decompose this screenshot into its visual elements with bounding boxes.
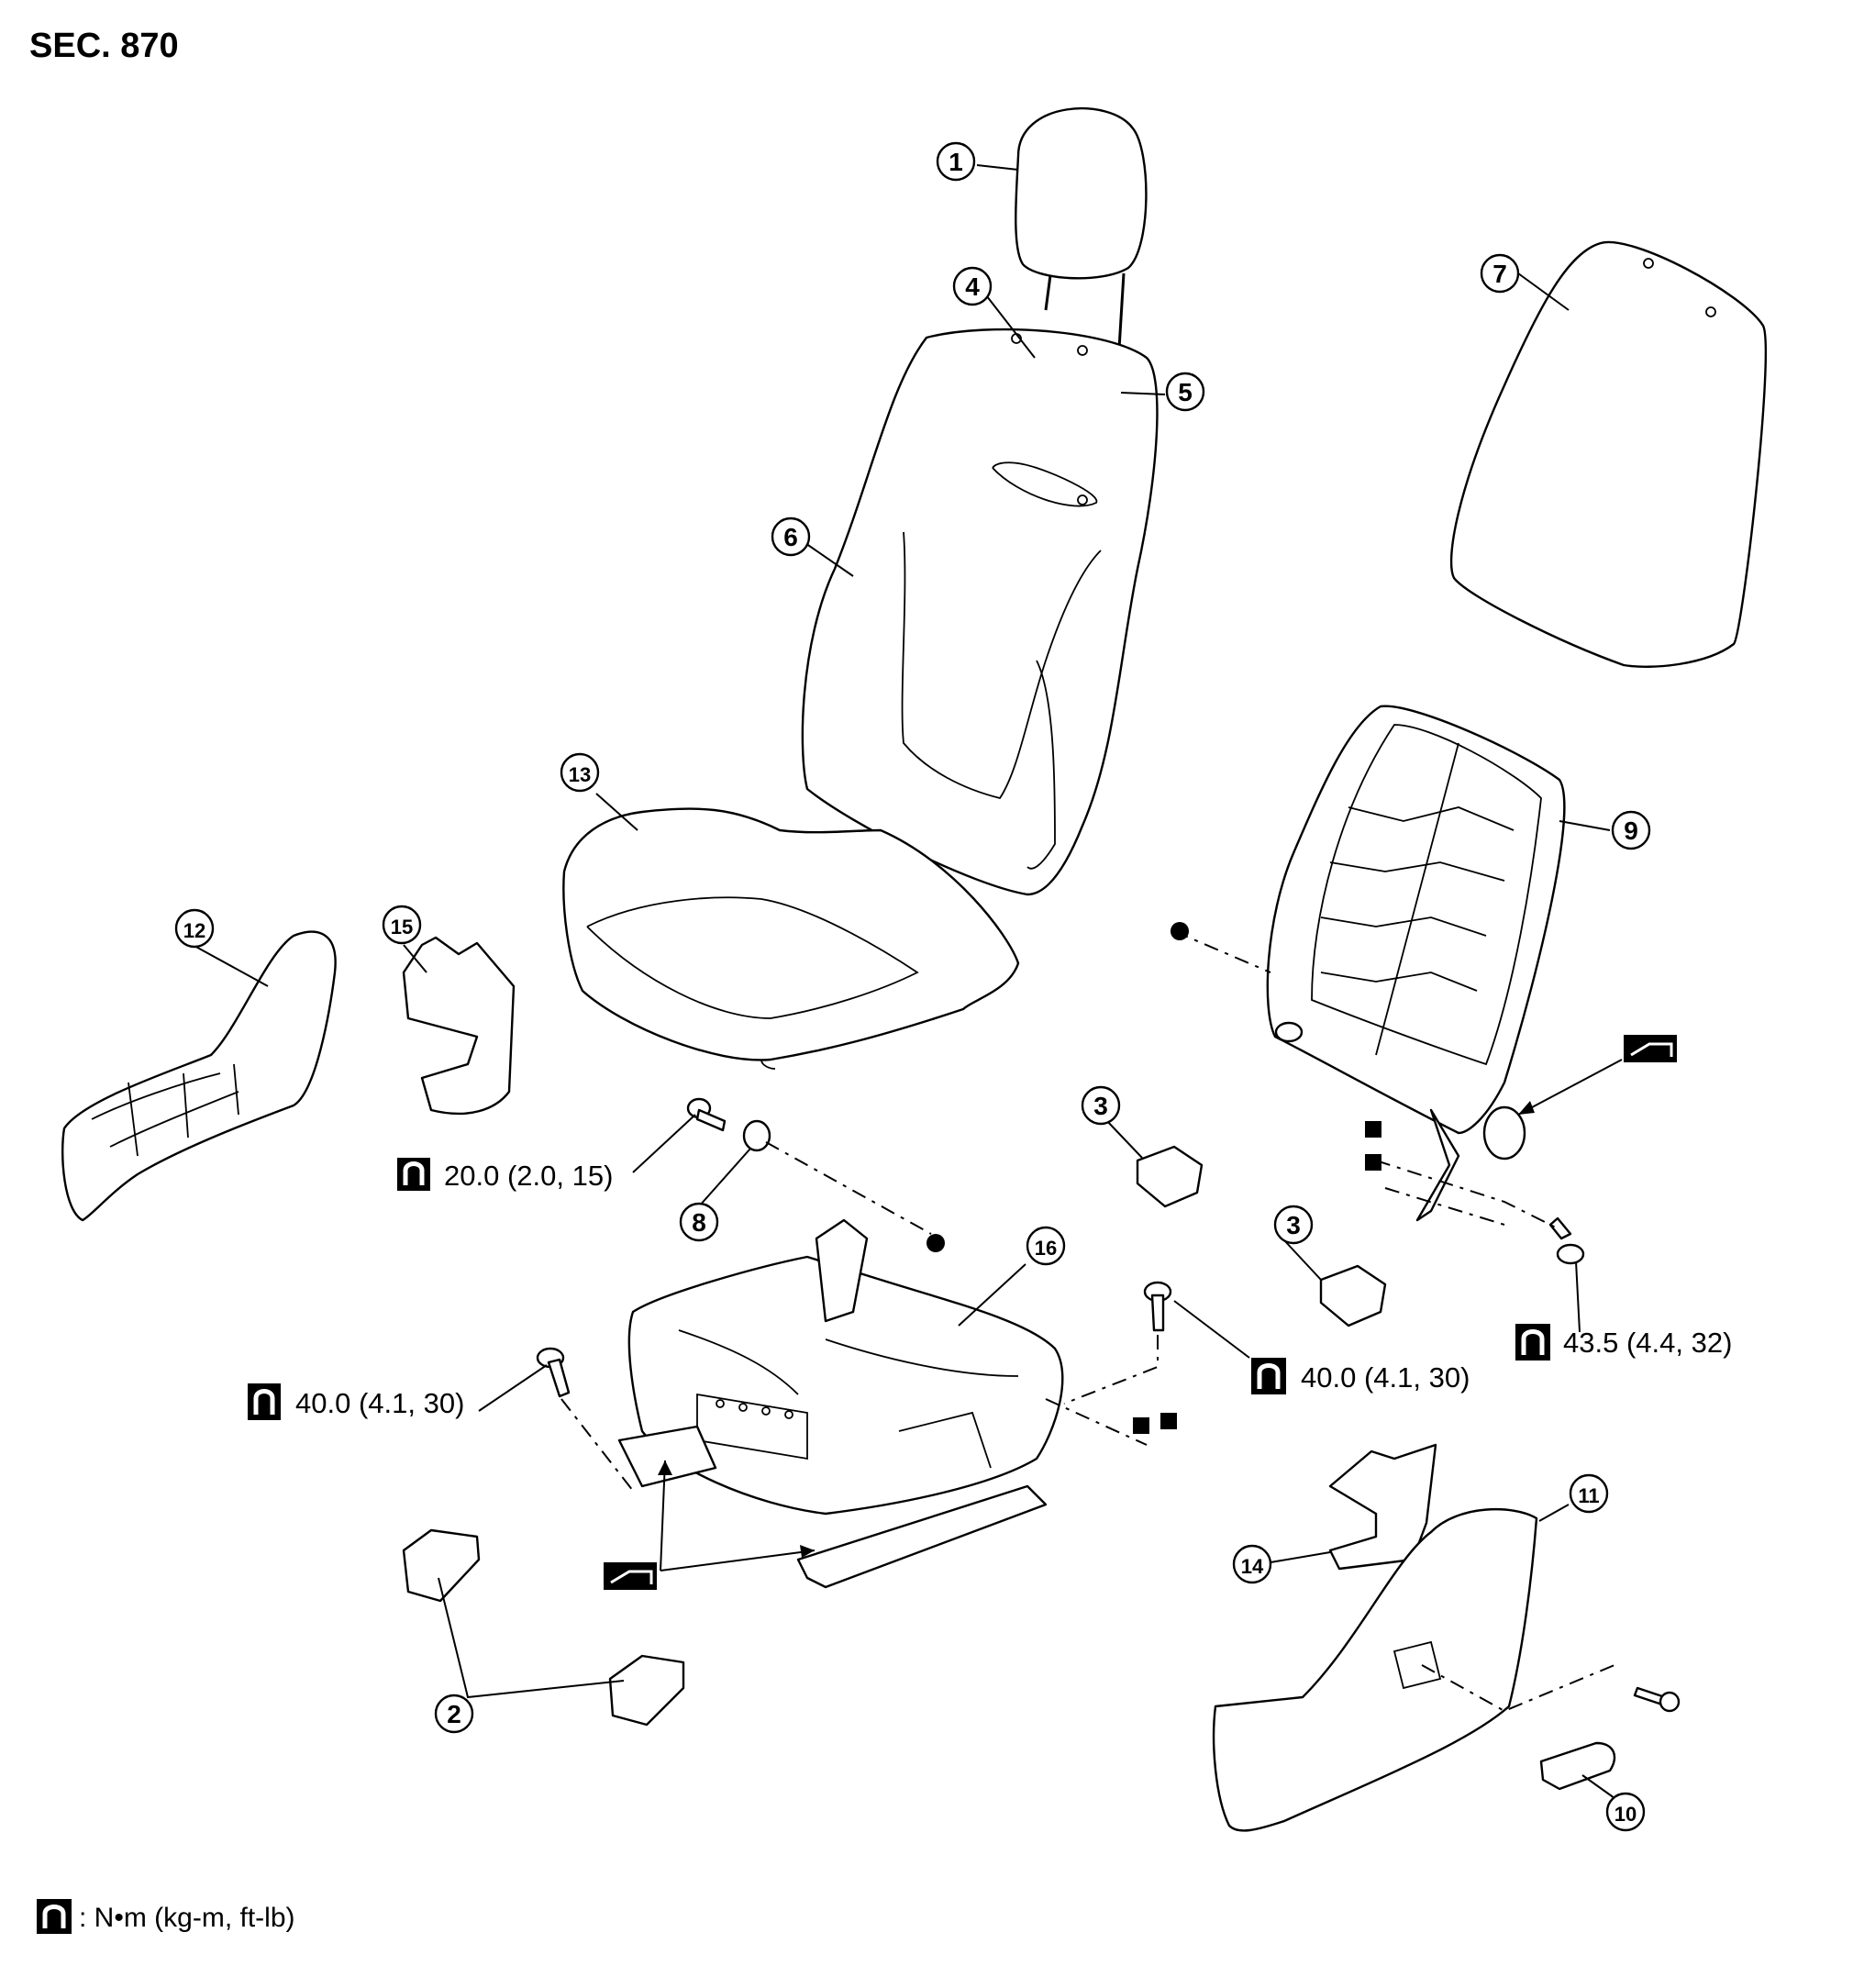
torque-wrench-icon bbox=[1251, 1358, 1286, 1394]
seat-inner-trim bbox=[402, 936, 516, 1116]
torque-spec-1: 20.0 (2.0, 15) bbox=[397, 1158, 613, 1192]
centerline-recliner-right bbox=[1375, 1160, 1560, 1230]
callout-5: 5 bbox=[1165, 372, 1205, 412]
svg-text:3: 3 bbox=[1286, 1211, 1301, 1239]
svg-text:15: 15 bbox=[391, 916, 413, 938]
svg-text:2: 2 bbox=[447, 1700, 461, 1728]
svg-text:20.0 (2.0, 15): 20.0 (2.0, 15) bbox=[444, 1160, 613, 1192]
callout-3b: 3 bbox=[1273, 1205, 1314, 1245]
slide-rail-symbol-left bbox=[604, 1562, 657, 1590]
torque-wrench-icon bbox=[248, 1383, 281, 1420]
callout-12: 12 bbox=[174, 908, 215, 949]
svg-text:3: 3 bbox=[1093, 1092, 1108, 1120]
torque-wrench-icon bbox=[1515, 1324, 1550, 1361]
svg-text:40.0 (4.1, 30): 40.0 (4.1, 30) bbox=[295, 1387, 464, 1419]
seat-side-trim-left bbox=[61, 930, 337, 1222]
seatback-trim bbox=[801, 328, 1159, 896]
slide-arrow-left-2 bbox=[660, 1549, 816, 1572]
svg-text:10: 10 bbox=[1614, 1803, 1637, 1826]
centerline-frame-bolt-right bbox=[1063, 1335, 1159, 1405]
callout-8: 8 bbox=[679, 1202, 719, 1242]
alignment-square-2 bbox=[1365, 1154, 1381, 1171]
recliner-knob bbox=[1539, 1741, 1616, 1791]
bracket-lower bbox=[608, 1654, 685, 1727]
centerline-recliner-bolt bbox=[765, 1141, 932, 1235]
svg-text:9: 9 bbox=[1624, 816, 1638, 845]
torque-legend: : N•m (kg-m, ft-lb) bbox=[37, 1899, 295, 1934]
seatback-board bbox=[1449, 240, 1768, 668]
callout-10: 10 bbox=[1605, 1792, 1646, 1832]
callout-14: 14 bbox=[1232, 1544, 1272, 1584]
svg-text:11: 11 bbox=[1578, 1484, 1599, 1507]
svg-text:8: 8 bbox=[692, 1208, 706, 1237]
svg-text:5: 5 bbox=[1178, 378, 1193, 406]
slide-rail-symbol-right bbox=[1624, 1035, 1677, 1062]
centerline-frame-bolt bbox=[1173, 930, 1271, 973]
slide-arrow-right bbox=[1517, 1059, 1623, 1116]
svg-text:7: 7 bbox=[1492, 260, 1507, 288]
recliner-bolt-right bbox=[1548, 1216, 1585, 1265]
callout-11: 11 bbox=[1569, 1473, 1609, 1514]
headrest bbox=[1015, 106, 1148, 350]
cover-screw bbox=[1633, 1686, 1681, 1713]
centerline-frame-bolt-left bbox=[560, 1398, 634, 1492]
svg-text:4: 4 bbox=[965, 272, 980, 301]
spacer-upper bbox=[1136, 1145, 1204, 1208]
spacer-lower bbox=[1319, 1264, 1387, 1327]
torque-wrench-icon bbox=[397, 1158, 430, 1191]
torque-spec-3: 40.0 (4.1, 30) bbox=[1251, 1358, 1470, 1394]
svg-text:12: 12 bbox=[183, 919, 205, 942]
alignment-dot-lower bbox=[926, 1234, 945, 1252]
frame-bolt-right bbox=[1143, 1281, 1172, 1332]
callout-3a: 3 bbox=[1081, 1085, 1121, 1126]
svg-text:: N•m (kg-m, ft-lb): : N•m (kg-m, ft-lb) bbox=[79, 1903, 295, 1933]
seat-cushion bbox=[562, 807, 1020, 1070]
alignment-dot-upper bbox=[1171, 922, 1189, 940]
svg-text:16: 16 bbox=[1035, 1237, 1057, 1260]
svg-text:14: 14 bbox=[1241, 1555, 1264, 1578]
seatback-frame bbox=[1266, 705, 1566, 1222]
svg-text:13: 13 bbox=[569, 763, 591, 786]
callout-13: 13 bbox=[560, 752, 600, 793]
svg-text:43.5 (4.4, 32): 43.5 (4.4, 32) bbox=[1563, 1327, 1732, 1359]
callout-9: 9 bbox=[1611, 810, 1651, 850]
alignment-square-4 bbox=[1160, 1413, 1177, 1429]
callout-1: 1 bbox=[936, 141, 976, 182]
frame-bolt-left bbox=[536, 1347, 571, 1398]
bracket-upper bbox=[402, 1528, 481, 1603]
svg-text:40.0 (4.1, 30): 40.0 (4.1, 30) bbox=[1301, 1361, 1470, 1394]
svg-text:6: 6 bbox=[783, 523, 798, 551]
callout-15: 15 bbox=[382, 905, 422, 945]
centerline-frame-square bbox=[1045, 1398, 1148, 1446]
callout-7: 7 bbox=[1480, 253, 1520, 294]
torque-wrench-icon bbox=[37, 1899, 72, 1934]
slide-arrow-left-1 bbox=[660, 1460, 666, 1572]
centerline-cover-screw bbox=[1421, 1664, 1615, 1713]
callout-16: 16 bbox=[1026, 1226, 1066, 1266]
centerline-recliner-right-2 bbox=[1384, 1187, 1505, 1226]
callout-6: 6 bbox=[771, 516, 811, 557]
section-title: SEC. 870 bbox=[29, 27, 179, 65]
alignment-square-3 bbox=[1133, 1417, 1149, 1434]
svg-text:1: 1 bbox=[949, 148, 963, 176]
recliner-bolt bbox=[686, 1097, 771, 1152]
outer-side-cover bbox=[1212, 1507, 1538, 1832]
callout-4: 4 bbox=[952, 266, 993, 306]
callout-2: 2 bbox=[434, 1694, 474, 1734]
torque-spec-4: 43.5 (4.4, 32) bbox=[1515, 1324, 1732, 1361]
alignment-square-1 bbox=[1365, 1121, 1381, 1138]
seat-frame-assembly bbox=[617, 1218, 1064, 1589]
torque-spec-2: 40.0 (4.1, 30) bbox=[248, 1383, 464, 1420]
